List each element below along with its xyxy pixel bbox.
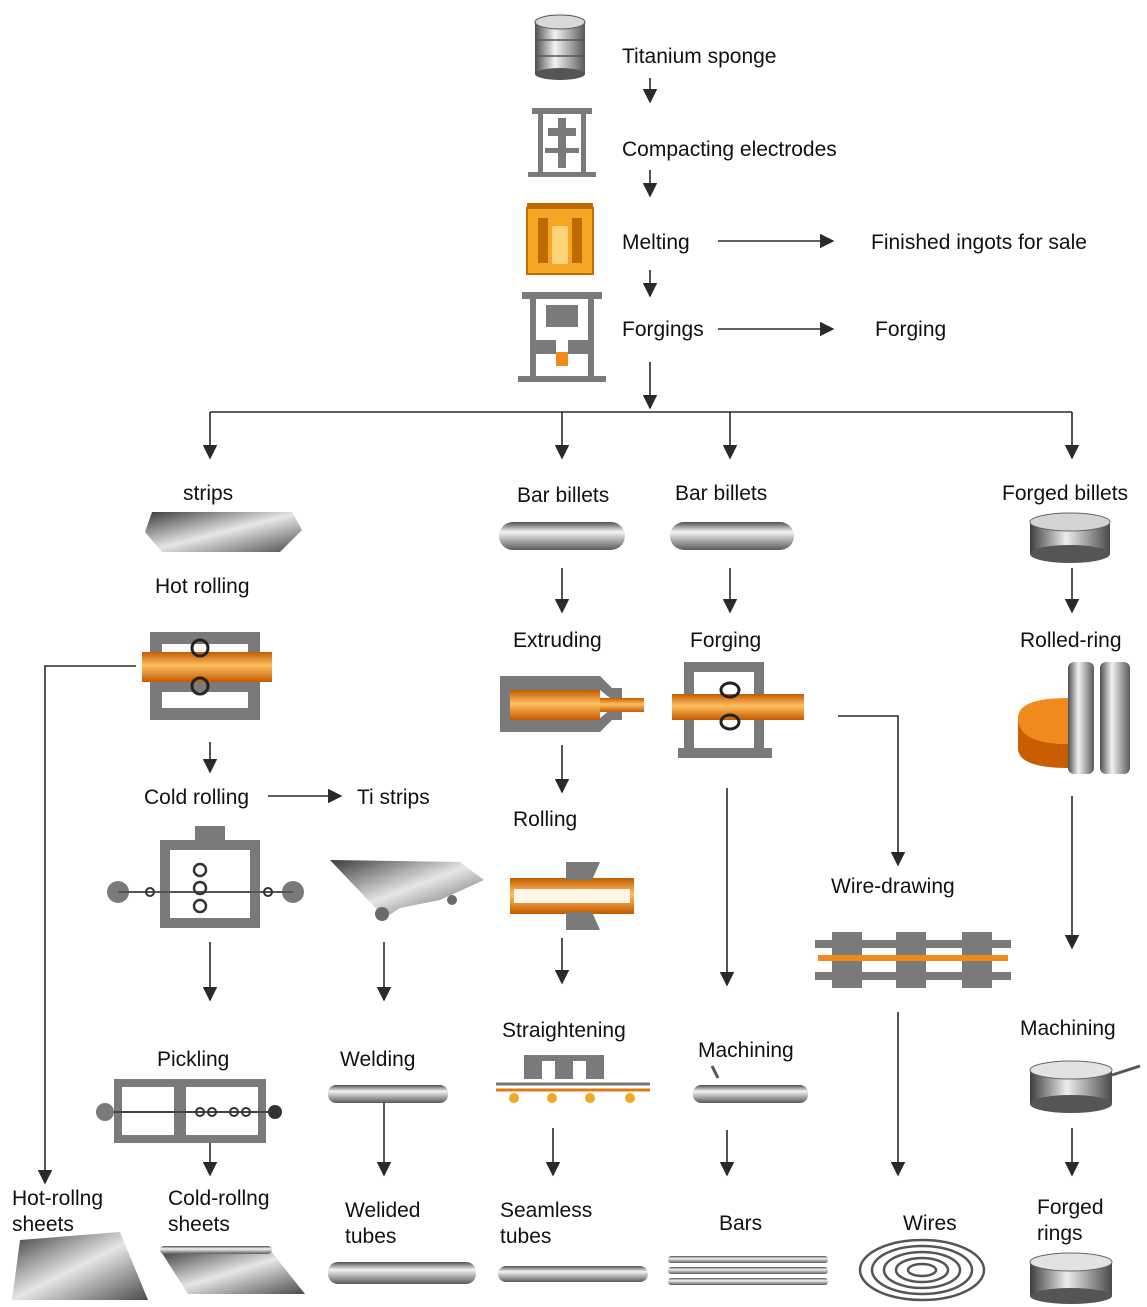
label-seamless-tubes-line2: tubes (500, 1225, 551, 1248)
label-pickling: Pickling (157, 1048, 229, 1071)
bar-billet-icon-2 (670, 522, 794, 550)
ti-strips-sheet-icon (330, 860, 484, 921)
rolled-ring-icon (1018, 662, 1130, 774)
label-wire-drawing: Wire-drawing (831, 875, 955, 898)
wire-drawing-icon (815, 932, 1011, 988)
label-wires: Wires (903, 1212, 957, 1235)
welded-tube-icon (328, 1262, 476, 1284)
label-ti-strips: Ti strips (357, 786, 430, 809)
label-bar-billets-1: Bar billets (517, 484, 609, 507)
label-forged-rings-line1: Forged (1037, 1196, 1104, 1219)
label-welding: Welding (340, 1048, 416, 1071)
melting-furnace-icon (526, 203, 594, 275)
label-cold-rolling-sheets-line1: Cold-rollng (168, 1187, 270, 1210)
label-strips: strips (183, 482, 233, 505)
label-hot-rolling-sheets-line2: sheets (12, 1213, 74, 1236)
label-bars: Bars (719, 1212, 762, 1235)
label-titanium-sponge: Titanium sponge (622, 45, 776, 68)
label-forging-out: Forging (875, 318, 946, 341)
label-machining-bars: Machining (698, 1039, 794, 1062)
label-forging-branch: Forging (690, 629, 761, 652)
compacting-press-icon (528, 108, 596, 177)
label-machining-rings: Machining (1020, 1017, 1116, 1040)
hot-rolling-sheet-icon (12, 1232, 148, 1300)
label-bar-billets-2: Bar billets (675, 482, 767, 505)
hot-rolling-mill-icon (142, 632, 272, 720)
label-hot-rolling-sheets-line1: Hot-rollng (12, 1187, 103, 1210)
label-compacting-electrodes: Compacting electrodes (622, 138, 837, 161)
tube-rolling-icon (510, 862, 634, 930)
label-rolled-ring: Rolled-ring (1020, 629, 1122, 652)
label-melting: Melting (622, 231, 690, 254)
bars-icon (668, 1256, 828, 1285)
cold-rolling-sheet-icon (160, 1246, 305, 1294)
label-finished-ingots: Finished ingots for sale (871, 231, 1087, 254)
straightening-machine-icon (496, 1055, 650, 1103)
wire-coil-icon (858, 1238, 986, 1302)
connector-lines (37, 78, 1080, 1185)
label-straightening: Straightening (502, 1019, 626, 1042)
arrow-hot-rolling-to-sheets (37, 665, 136, 1185)
label-cold-rolling-sheets-line2: sheets (168, 1213, 230, 1236)
forged-ring-icon (1029, 1252, 1113, 1304)
pickling-tanks-icon (96, 1079, 282, 1143)
label-rolling: Rolling (513, 808, 577, 831)
forged-billet-icon (1029, 512, 1111, 563)
label-welded-tubes-line2: tubes (345, 1225, 396, 1248)
label-seamless-tubes-line1: Seamless (500, 1199, 592, 1222)
seamless-tube-icon (498, 1266, 648, 1282)
label-forged-rings-line2: rings (1037, 1222, 1083, 1245)
cold-rolling-mill-icon (107, 826, 304, 928)
label-forged-billets: Forged billets (1002, 482, 1128, 505)
forging-press-icon (518, 292, 606, 382)
titanium-sponge-icon (534, 14, 586, 80)
label-forgings: Forgings (622, 318, 704, 341)
strips-icon (145, 512, 302, 552)
bar-billet-icon-1 (499, 522, 625, 550)
welding-tube-icon (328, 1085, 448, 1103)
labels: Titanium sponge Compacting electrodes Me… (12, 45, 1128, 1248)
machining-bar-icon (693, 1065, 808, 1103)
label-extruding: Extruding (513, 629, 602, 652)
label-cold-rolling: Cold rolling (144, 786, 249, 809)
label-hot-rolling: Hot rolling (155, 575, 250, 598)
machining-ring-icon (1029, 1060, 1141, 1113)
arrow-forging-to-wire-drawing (838, 715, 906, 867)
forging-machine-icon (672, 662, 804, 758)
extruder-icon (500, 676, 644, 732)
label-welded-tubes-line1: Welided (345, 1199, 421, 1222)
